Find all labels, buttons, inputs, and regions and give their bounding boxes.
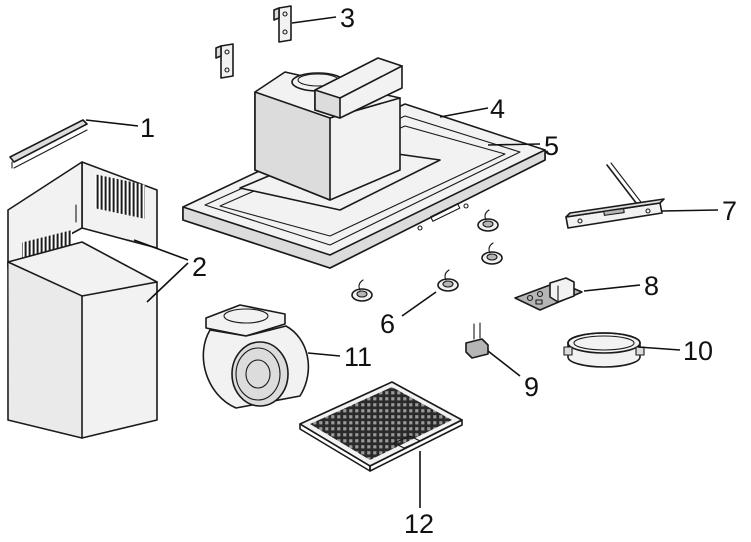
callout-10: 10 (683, 336, 713, 366)
callout-6: 6 (380, 309, 395, 339)
chimney-cover-icon (7, 161, 158, 439)
flange-ring-icon (563, 332, 645, 368)
callout-3: 3 (340, 3, 355, 33)
callout-9: 9 (524, 372, 539, 402)
callout-8: 8 (644, 271, 659, 301)
connector-icon (465, 322, 489, 359)
callout-4: 4 (490, 94, 505, 124)
callout-2: 2 (192, 252, 207, 282)
callout-labels: 1 2 3 4 5 6 7 8 9 10 11 12 (140, 3, 737, 539)
control-panel-icon (565, 162, 665, 229)
lamp-icon (351, 209, 503, 302)
mounting-bracket-icon (215, 5, 292, 79)
callout-11: 11 (344, 342, 372, 372)
blower-motor-icon (202, 304, 310, 409)
trim-strip-icon (9, 119, 88, 169)
callout-1: 1 (140, 113, 155, 143)
circuit-board-icon (514, 277, 583, 311)
grease-filter-icon (299, 381, 463, 472)
hood-body-icon (182, 57, 546, 269)
callout-7: 7 (722, 196, 737, 226)
leader-lines (85, 16, 719, 508)
callout-12: 12 (404, 509, 434, 539)
callout-5: 5 (544, 131, 559, 161)
